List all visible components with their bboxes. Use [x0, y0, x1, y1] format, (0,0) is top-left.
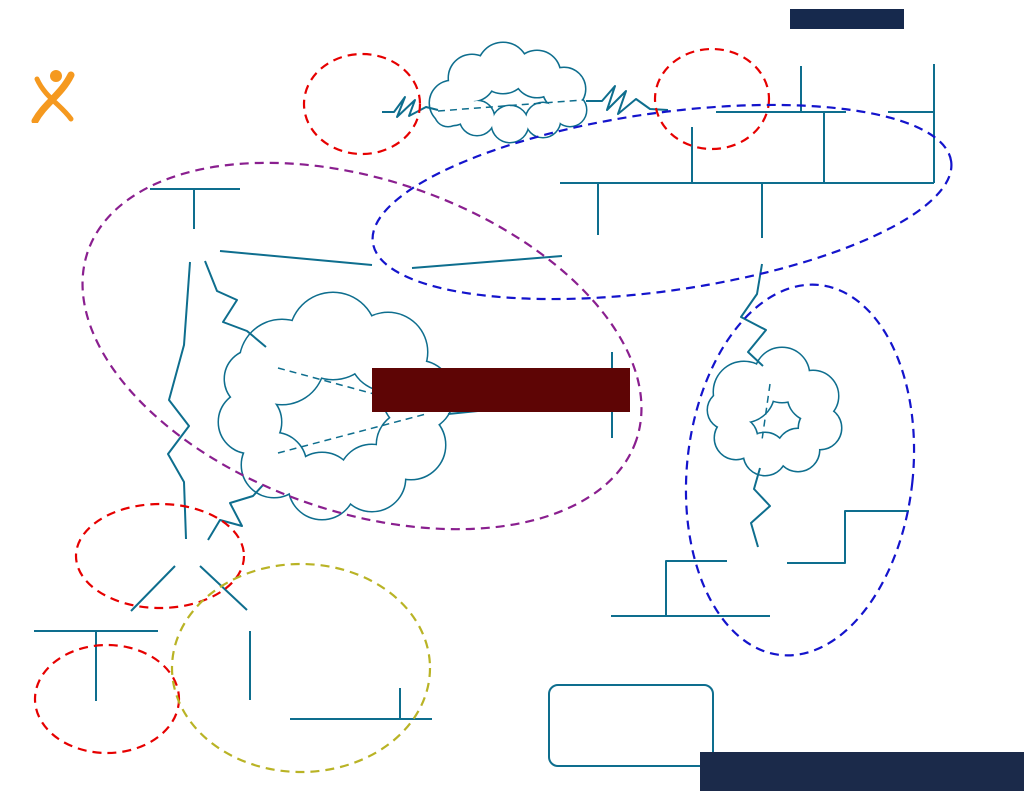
- link-r5-cloud: [207, 484, 264, 541]
- links: [34, 64, 935, 720]
- link-r3-sw2: [787, 510, 909, 564]
- logo-expert-text: [31, 66, 75, 126]
- link-bb1-cloud: [382, 96, 439, 118]
- legend-box: [548, 684, 714, 767]
- link-r4-r5-serial: [167, 261, 191, 540]
- rip-ellipse: [170, 562, 432, 774]
- ine-watermark: [790, 9, 904, 29]
- bgp-as100-r5-ellipse: [74, 502, 246, 610]
- dlsub-watermark: [372, 368, 630, 412]
- bgp-as100-r6-ellipse: [653, 47, 771, 151]
- eigrp-as100-ellipse: [81, 161, 643, 531]
- link-r4-asa1: [219, 250, 373, 266]
- bgp-as54-top-ellipse: [302, 52, 422, 156]
- logo-figure-icon: [31, 70, 75, 125]
- link-r3-vlan9: [665, 560, 727, 616]
- link-r5-vlan53: [130, 565, 176, 612]
- ospf-area51-ellipse: [371, 103, 953, 301]
- link-r2-cloud3: [740, 263, 767, 367]
- routing-domain-ellipses: [33, 47, 953, 774]
- link-cloud-r6: [586, 85, 669, 115]
- ospf-area0-ellipse: [684, 283, 916, 657]
- link-r4-cloud: [204, 260, 267, 348]
- tradersxtreme-watermark: [700, 752, 1024, 791]
- link-r5-vlan135: [199, 565, 248, 611]
- link-cloud3-r3: [750, 467, 771, 548]
- cloud-pvc-dashed-links: [277, 99, 771, 454]
- link-asa1-sw1: [411, 255, 563, 269]
